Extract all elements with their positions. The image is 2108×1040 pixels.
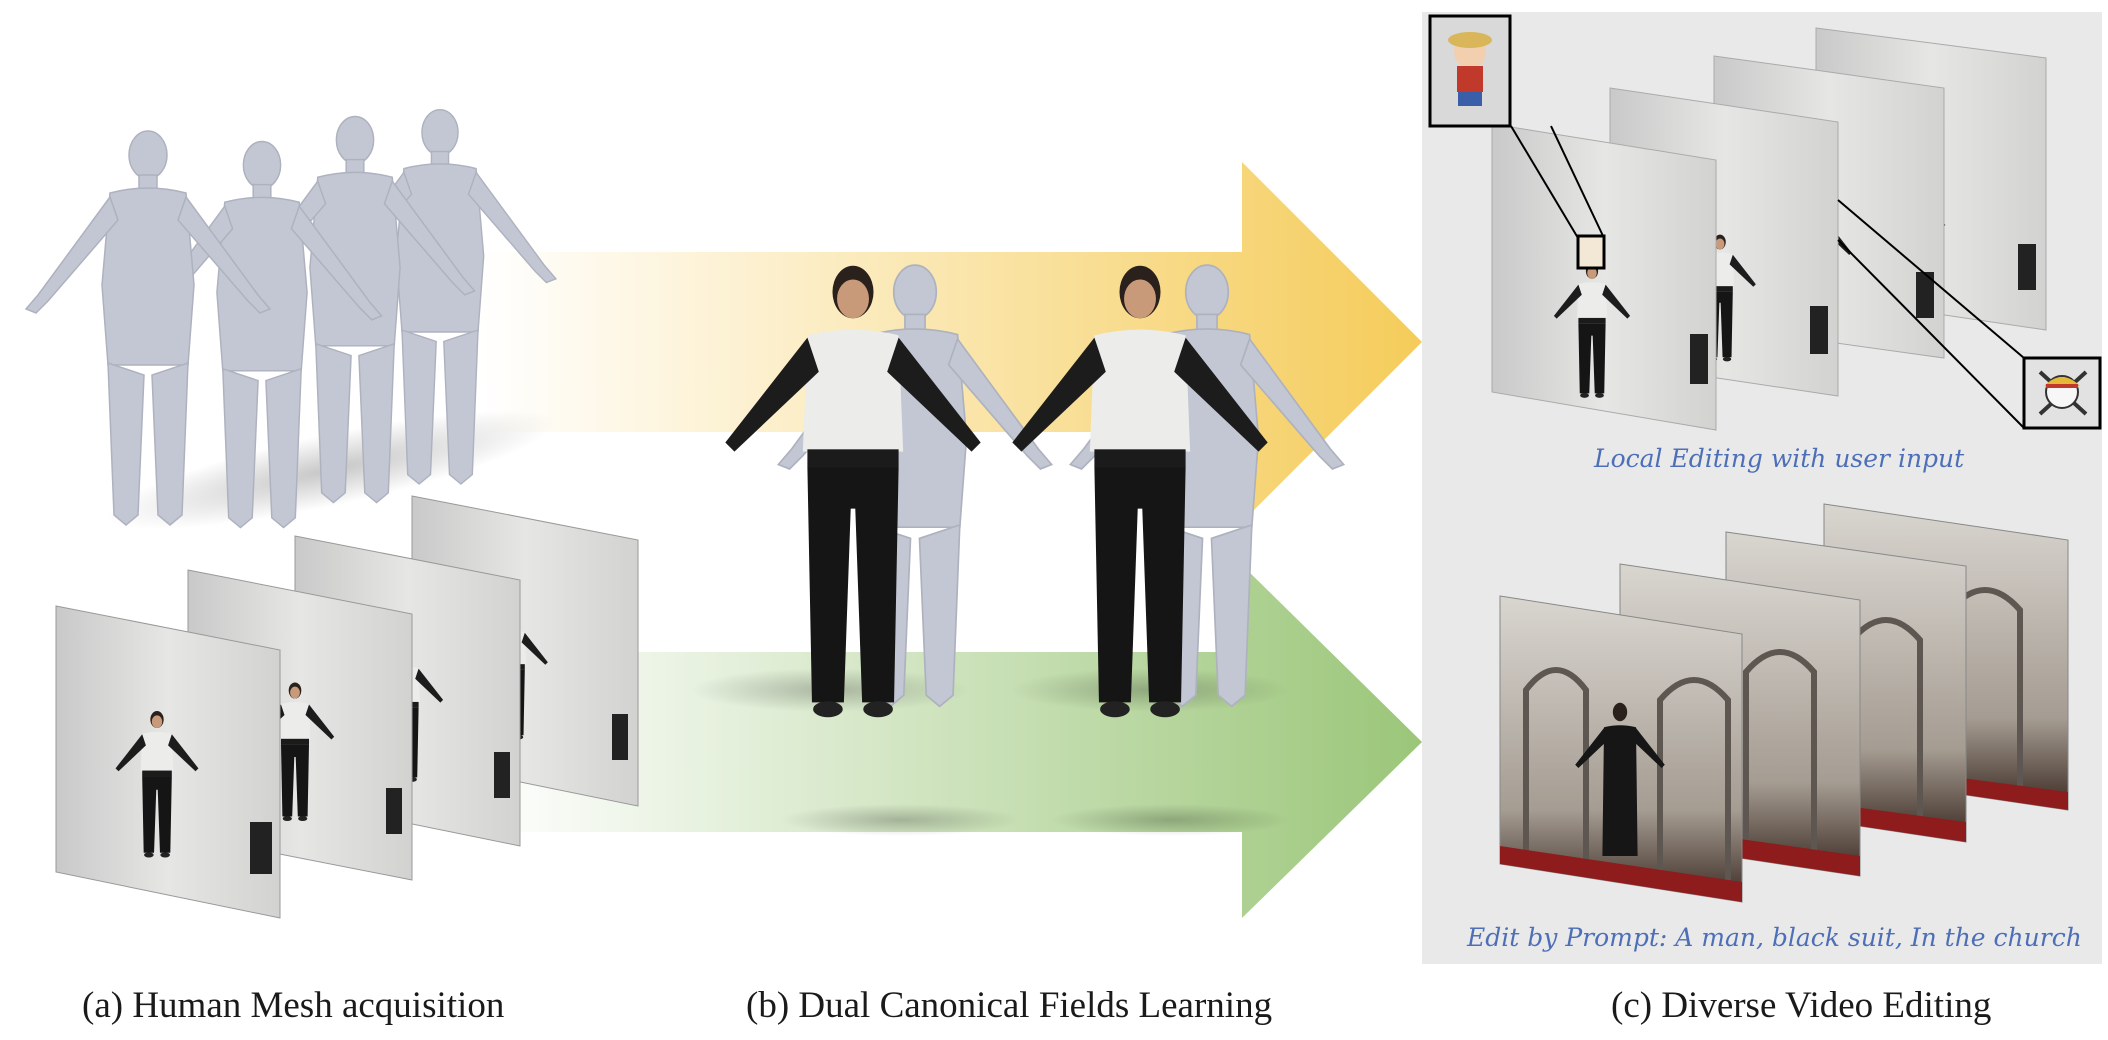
local-editing-label: Local Editing with user input — [1594, 444, 1965, 473]
local-editing-frames — [1428, 14, 2102, 431]
prompt-editing-label: Edit by Prompt: A man, black suit, In th… — [1467, 923, 2082, 952]
prompt-editing-frames — [1499, 503, 2069, 903]
caption-dual-canonical: (b) Dual Canonical Fields Learning — [746, 985, 1273, 1026]
caption-human-mesh: (a) Human Mesh acquisition — [82, 985, 505, 1026]
emblem-inset — [1837, 199, 2102, 430]
canonical-fields — [690, 264, 1345, 836]
input-video-frames — [55, 495, 639, 919]
sticker-inset — [1428, 14, 1605, 239]
mesh-sequence — [25, 108, 557, 530]
caption-video-editing: (c) Diverse Video Editing — [1611, 985, 1992, 1026]
